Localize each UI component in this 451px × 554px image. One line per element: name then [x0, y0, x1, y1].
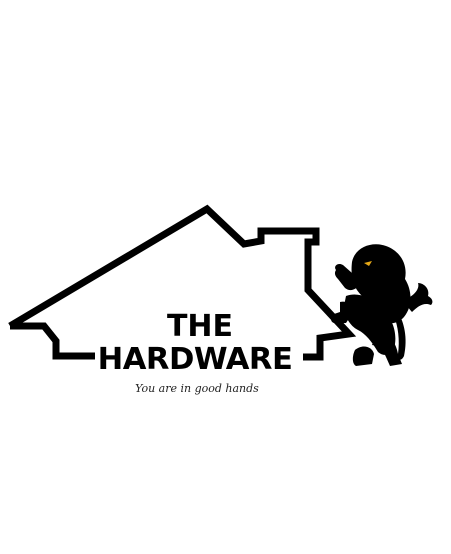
brand-name-line1: THE	[166, 309, 234, 344]
house-outline-icon	[8, 204, 357, 361]
tagline: You are in good hands	[135, 382, 259, 395]
rampant-lion-icon	[331, 244, 433, 366]
brand-name-line2: HARDWARE	[97, 342, 293, 377]
